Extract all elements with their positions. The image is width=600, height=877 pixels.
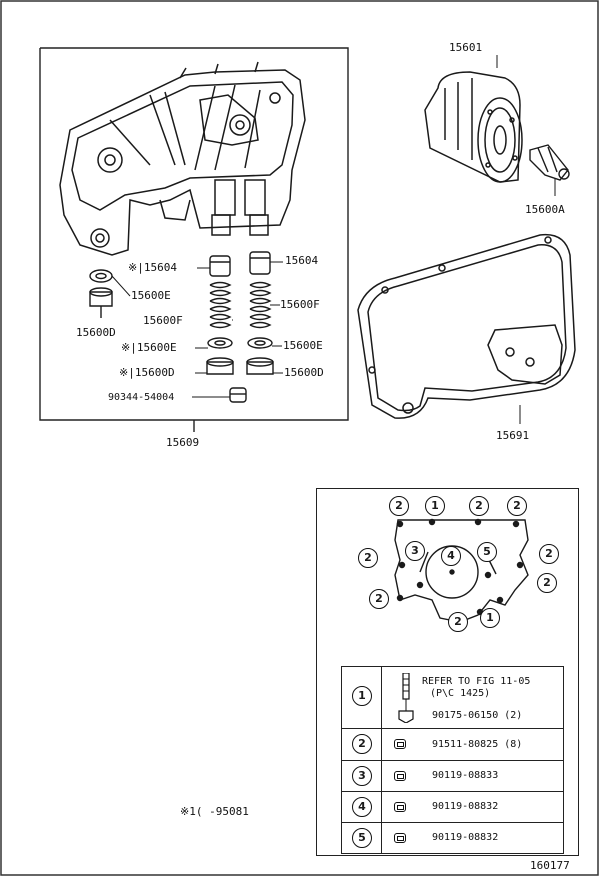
oil-cooler-housing <box>59 61 306 256</box>
row-text: REFER TO FIG 11-05 <box>422 676 531 687</box>
row-text: (P\C 1425) <box>430 688 491 699</box>
gasket-label: 15691 <box>496 429 530 442</box>
row-number: 1 <box>352 686 372 706</box>
bolt-callout: 4 <box>441 546 461 566</box>
plug-left-label: 15600D <box>76 326 116 339</box>
row-number: 3 <box>352 766 372 786</box>
o-ring-label: 90344-54004 <box>108 392 175 403</box>
row-number: 2 <box>352 734 372 754</box>
cooler-assembly-label: 15609 <box>166 436 200 449</box>
leader-lines <box>111 55 556 424</box>
spring-right-label: 15600F <box>280 298 320 311</box>
bolt-icon <box>394 739 406 749</box>
row-text: 90175-06150 (2) <box>432 710 523 721</box>
assembly-bracket <box>39 47 349 432</box>
row-text: 90119-08832 <box>432 801 499 812</box>
valve-upper-left-label: ※|15604 <box>128 261 177 274</box>
bolt-icon <box>394 802 406 812</box>
union-fitting <box>529 144 570 181</box>
valve-upper-right-label: 15604 <box>285 254 319 267</box>
plug-right-label: 15600D <box>284 366 324 379</box>
figure-number: 160177 <box>530 859 570 872</box>
seat-left-label: 15600E <box>131 289 171 302</box>
oil-filter-label: 15601 <box>449 41 483 54</box>
bolt-callout: 2 <box>369 589 389 609</box>
bolt-callout: 2 <box>469 496 489 516</box>
footnote: ※1( -95081 <box>180 805 249 818</box>
table-row: 2 91511-80825 (8) <box>342 728 563 760</box>
bolt-callout: 2 <box>358 548 378 568</box>
row-text: 90119-08832 <box>432 832 499 843</box>
bolt-callout: 2 <box>537 573 557 593</box>
bolt-callout: 2 <box>539 544 559 564</box>
gasket-outline <box>357 233 576 419</box>
spring-left-label: 15600F <box>143 314 183 327</box>
bolt-icon <box>394 771 406 781</box>
bolt-callout: 1 <box>480 608 500 628</box>
bolt-callout: 2 <box>448 612 468 632</box>
fastener-table: 1 REFER TO FIG 11-05 (P\C 1425) 90175-06… <box>341 666 564 854</box>
bolt-icon <box>394 833 406 843</box>
seat-left-2-label: ※|15600E <box>121 341 177 354</box>
table-row: 3 90119-08833 <box>342 760 563 791</box>
row-number: 5 <box>352 828 372 848</box>
legend-box <box>316 488 579 856</box>
oil-filter <box>424 71 523 183</box>
table-row: 4 90119-08832 <box>342 791 563 822</box>
plug-left-2-label: ※|15600D <box>119 366 175 379</box>
valve-stack-left <box>206 255 234 375</box>
bolt-callout: 2 <box>389 496 409 516</box>
left-loose-parts <box>89 269 113 318</box>
row-text: 90119-08833 <box>432 770 499 781</box>
row-text: 91511-80825 (8) <box>432 739 523 750</box>
union-label: 15600A <box>525 203 565 216</box>
seat-right-label: 15600E <box>283 339 323 352</box>
bolt-callout: 2 <box>507 496 527 516</box>
bolt-callout: 1 <box>425 496 445 516</box>
valve-stack-right <box>246 251 274 375</box>
table-row: 1 REFER TO FIG 11-05 (P\C 1425) 90175-06… <box>342 667 563 728</box>
stud-bolt-icon <box>398 673 414 723</box>
row-number: 4 <box>352 797 372 817</box>
bolt-callout: 3 <box>405 541 425 561</box>
o-ring-part <box>229 387 247 403</box>
bolt-callout: 5 <box>477 542 497 562</box>
table-row: 5 90119-08832 <box>342 822 563 853</box>
